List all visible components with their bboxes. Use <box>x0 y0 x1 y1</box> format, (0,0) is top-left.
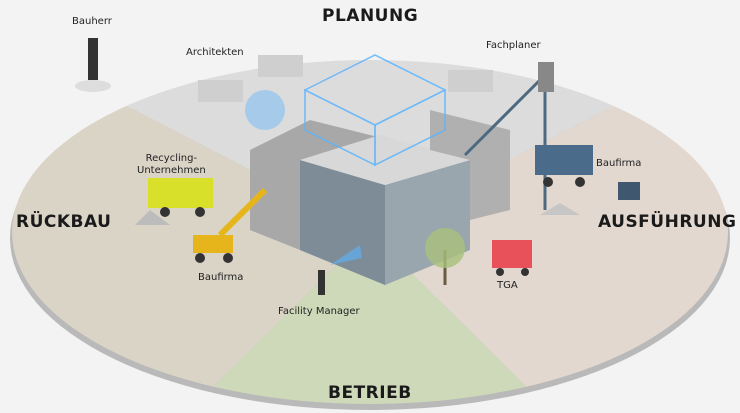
phase-operation: BETRIEB <box>328 383 412 403</box>
phase-demolition: RÜCKBAU <box>16 212 112 232</box>
crane <box>463 68 552 210</box>
facility-manager-figure <box>318 270 325 295</box>
operation-quadrant <box>180 232 560 404</box>
concrete-mixer <box>535 145 593 187</box>
label-recycling-company: Recycling- Unternehmen <box>137 153 206 177</box>
rubble-pile <box>135 210 170 225</box>
label-construction-company-right: Baufirma <box>596 158 642 169</box>
excavator <box>193 187 268 263</box>
label-recycling-line1: Recycling- <box>145 153 198 164</box>
phase-planning: PLANUNG <box>322 6 419 26</box>
label-building-services: TGA <box>497 280 518 291</box>
bim-point-cloud <box>245 90 285 130</box>
tree <box>425 228 465 285</box>
label-facility-manager: Facility Manager <box>278 306 360 317</box>
phase-execution: AUSFÜHRUNG <box>598 212 737 232</box>
label-construction-company-left: Baufirma <box>198 272 244 283</box>
architect-desk <box>258 55 303 77</box>
crane-counterweight <box>538 62 554 92</box>
client-pedestal <box>75 80 111 92</box>
dump-truck <box>148 178 213 217</box>
label-specialist-planners: Fachplaner <box>486 40 541 51</box>
client-figure <box>88 38 98 80</box>
forklift <box>618 182 640 200</box>
label-architects: Architekten <box>186 47 244 58</box>
bim-wireframe <box>303 54 447 167</box>
service-van <box>492 240 532 276</box>
label-recycling-line2: Unternehmen <box>137 165 206 176</box>
label-client: Bauherr <box>72 16 112 27</box>
planner-desk <box>448 70 493 92</box>
sand-pile <box>540 203 580 215</box>
scan-beam <box>330 245 362 265</box>
architect-desk <box>198 80 243 102</box>
